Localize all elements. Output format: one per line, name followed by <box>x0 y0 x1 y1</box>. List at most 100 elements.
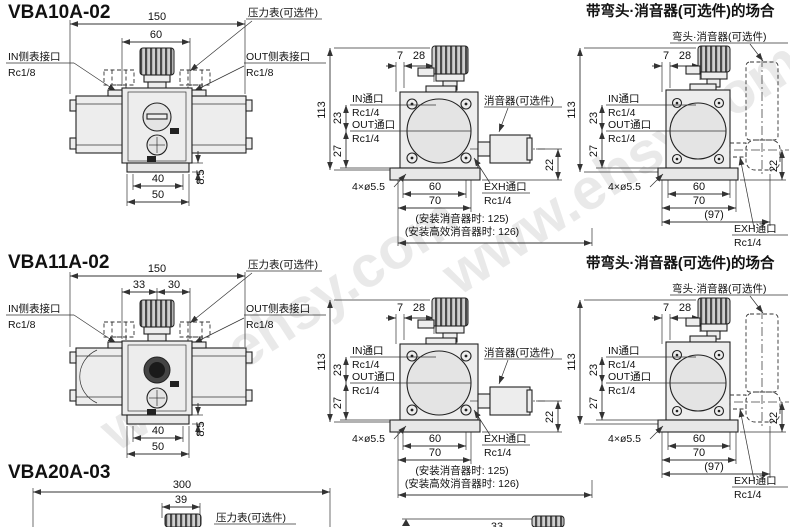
knob <box>431 45 469 75</box>
label-text: 压力表(可选件) <box>216 511 286 524</box>
dim-text: 23 <box>588 112 600 124</box>
dim-text: 60 <box>693 181 705 193</box>
dim-text: 70 <box>693 195 705 207</box>
dim-overall-300: 300 <box>32 479 331 527</box>
base-flange <box>126 162 190 173</box>
label-text: 弯头·消音器(可选件) <box>672 30 767 43</box>
vba11a-side-view <box>316 298 592 498</box>
knob <box>164 513 202 527</box>
knob <box>139 47 175 76</box>
silencer-option: 消音器(可选件) <box>470 94 562 164</box>
base-plate <box>657 167 739 181</box>
dim-text: 30 <box>168 279 180 291</box>
dim-text: 8.5 <box>195 169 207 184</box>
dim-text: 28 <box>413 50 425 62</box>
dim-text: 7 <box>663 50 669 62</box>
in-label: IN通口 <box>608 93 640 105</box>
label-text: 4×ø5.5 <box>352 181 385 193</box>
dim-22: 22 <box>740 150 786 181</box>
label-text: EXH通口 <box>734 223 777 235</box>
gauge-option-label: 压力表(可选件) <box>189 258 322 324</box>
label-text: OUT侧表接口 <box>246 302 310 315</box>
port-labels: IN通口 Rc1/4 OUT通口 Rc1/4 23 27 <box>332 93 471 169</box>
dim-text: 113 <box>566 101 578 119</box>
gauge-dashed-left <box>103 321 135 343</box>
dim-text: 27 <box>588 145 600 157</box>
dim-base-height-8-5: 8.5 <box>192 151 207 185</box>
silencer-label: 消音器(可选件) <box>484 94 554 107</box>
dim-arrow <box>402 519 410 526</box>
dim-60: 60 <box>402 180 467 198</box>
dim-overall-150: 150 <box>69 263 246 347</box>
knob <box>139 299 175 328</box>
dim-base-50: 50 <box>126 174 190 206</box>
vba10a-front-view: 150 60 压力表(可选件) IN侧表接口 Rc1/8 <box>6 6 326 206</box>
dim-97: (97) <box>662 174 771 226</box>
dim-height-113: 113 <box>316 47 430 171</box>
dim-knob-33-30: 33 30 <box>121 279 191 339</box>
dim-text: 33 <box>491 521 503 527</box>
dim-text: 40 <box>152 173 164 185</box>
thread-text: Rc1/8 <box>246 319 274 331</box>
regulator-side-outline <box>657 45 739 181</box>
out-thread: Rc1/4 <box>352 133 380 145</box>
dim-text: 39 <box>175 494 187 506</box>
dim-text: 300 <box>173 479 191 491</box>
thread-text: Rc1/8 <box>8 319 36 331</box>
dim-70: 70 <box>661 180 737 226</box>
model-title-vba11a: VBA11A-02 <box>8 252 109 273</box>
thread-text: Rc1/4 <box>484 195 512 207</box>
dim-text: 150 <box>148 11 166 23</box>
out-gauge-port-label: OUT侧表接口 Rc1/8 <box>193 302 326 344</box>
mount-holes-label: 4×ø5.5 <box>352 173 407 193</box>
dim-top-7-28: 7 28 <box>386 50 435 92</box>
dim-base-40: 40 <box>132 425 184 442</box>
note-high-eff: (安装高效消音器时: 126) <box>405 225 519 238</box>
in-label: IN通口 <box>352 93 384 105</box>
vba20a-front-view-partial: 300 39 压力表(可选件) <box>32 479 331 527</box>
gauge-dashed-left <box>103 69 135 91</box>
dim-gauge-39: 39 <box>161 494 201 518</box>
dim-text: 50 <box>152 441 164 453</box>
dim-text: 7 <box>397 50 403 62</box>
dim-base-height-8-5: 8.5 <box>192 403 207 437</box>
regulator-outline <box>69 47 253 173</box>
model-title-vba20a: VBA20A-03 <box>8 462 110 483</box>
exh-port-label: EXH通口 Rc1/4 <box>473 157 530 207</box>
base-plate <box>389 167 481 181</box>
dim-text: 33 <box>133 279 145 291</box>
elbow-silencer-dashed <box>729 58 789 176</box>
label-text: EXH通口 <box>484 181 527 193</box>
dim-text: 23 <box>332 112 344 124</box>
silencer-length-notes: (安装消音器时: 125) (安装高效消音器时: 126) <box>398 212 593 246</box>
out-gauge-port-label: OUT侧表接口 Rc1/8 <box>193 50 326 92</box>
model-title-vba10a: VBA10A-02 <box>8 2 110 23</box>
dim-text: 60 <box>150 29 162 41</box>
dim-text: 22 <box>544 159 556 171</box>
base-flange <box>126 414 190 425</box>
label-text: OUT侧表接口 <box>246 50 310 63</box>
label-text: 压力表(可选件) <box>248 258 318 271</box>
out-label: OUT通口 <box>352 119 395 131</box>
dim-text: 40 <box>152 425 164 437</box>
in-gauge-port-label: IN侧表接口 Rc1/8 <box>6 302 117 344</box>
out-label: OUT通口 <box>608 119 651 131</box>
knob <box>531 515 565 527</box>
vba-side-view: 113 7 28 <box>316 45 593 246</box>
dim-base-50: 50 <box>126 426 190 458</box>
out-thread: Rc1/4 <box>608 133 636 145</box>
vba11a-front-view: 150 33 30 压力表(可选件) IN侧表接口 Rc1/8 O <box>6 258 326 458</box>
dim-height-113: 113 <box>566 47 696 173</box>
in-gauge-port-label: IN侧表接口 Rc1/8 <box>6 50 117 92</box>
dim-22: 22 <box>482 148 562 181</box>
dim-text: 28 <box>679 50 691 62</box>
exh-port-label: EXH通口 Rc1/4 <box>732 156 788 249</box>
note-silencer: (安装消音器时: 125) <box>415 212 508 225</box>
dim-text: 150 <box>148 263 166 275</box>
dim-text: (97) <box>704 209 724 221</box>
vba20a-side-view-partial: 33 <box>402 515 565 527</box>
knob <box>697 45 731 73</box>
dim-text: 70 <box>429 195 441 207</box>
